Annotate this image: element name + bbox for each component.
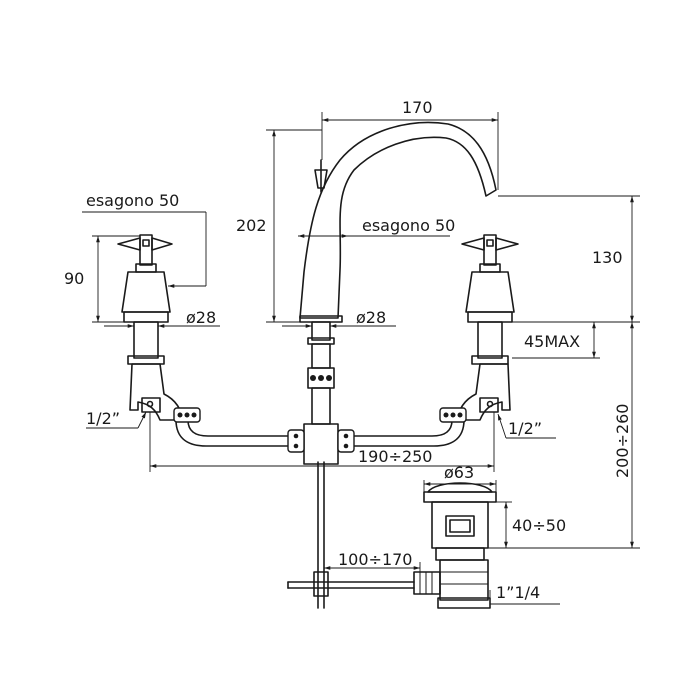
right-valve [457,234,519,421]
pop-up-drain [287,482,497,609]
dim-drain-height: 40÷50 [512,516,566,535]
dim-under-range: 200÷260 [613,404,632,478]
dim-total-height: 202 [236,216,267,235]
dimension-lines [82,112,640,605]
dim-thread-left: 1/2” [86,409,120,428]
connecting-pipes [173,407,467,465]
dim-thread-right: 1/2” [508,419,542,438]
dim-drain-thread: 1”1/4 [496,583,540,602]
dim-drain-diameter: ø63 [444,463,474,482]
dim-rod-length: 100÷170 [338,550,412,569]
dim-diam-left: ø28 [186,308,216,327]
dim-hex-center: esagono 50 [362,216,455,235]
dim-spout-height: 130 [592,248,623,267]
dim-inlet-spacing: 190÷250 [358,447,432,466]
dim-hex-left: esagono 50 [86,191,179,210]
spout [299,121,497,609]
left-valve [117,234,183,421]
dim-spout-reach: 170 [402,98,433,117]
dim-handle-height: 90 [64,269,84,288]
dim-max-thickness: 45MAX [524,332,580,351]
dim-diam-center: ø28 [356,308,386,327]
